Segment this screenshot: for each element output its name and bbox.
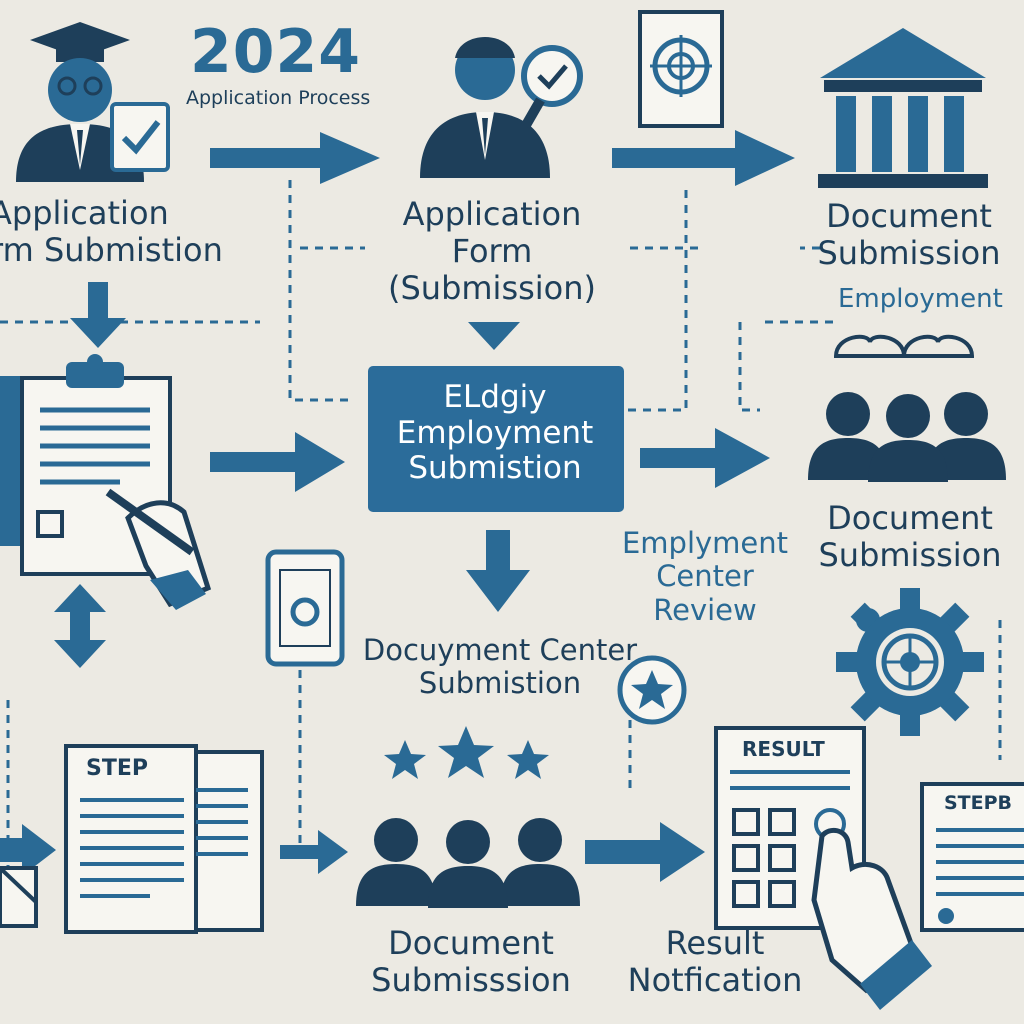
- stars-icon: [384, 726, 549, 779]
- flow-arrows: [0, 130, 795, 882]
- process-subtitle: Application Process: [186, 87, 371, 109]
- step-document-icon: [64, 744, 264, 934]
- label-employment: Employment: [838, 284, 1003, 314]
- swap-arrows-icon: [54, 584, 106, 668]
- arrow-down-left: [70, 282, 126, 348]
- label-document-submission-top: Document Submission: [817, 197, 1001, 272]
- star-badge-icon: [617, 655, 687, 725]
- label-application-form-mid: Application Form (Submission): [387, 195, 597, 307]
- label-document-submission-bottom: Document Submisssion: [371, 924, 571, 999]
- target-document-icon: [638, 10, 724, 128]
- center-box-label: ELdgiy Employment Submistion: [396, 379, 594, 487]
- arrow-right-bottom-left: [0, 824, 56, 876]
- label-document-center-submission: Docuyment Center Submistion: [362, 633, 638, 701]
- pointing-hand-icon: [811, 827, 932, 1010]
- checkmark-card-icon: [110, 102, 170, 172]
- arrow-right-bottom-1: [280, 830, 348, 874]
- arrow-down-mid: [468, 322, 520, 350]
- step-document-right-icon: [920, 782, 1024, 932]
- arrow-right-bottom-2: [585, 822, 705, 882]
- label-result-notification: Result Notfication: [627, 924, 803, 999]
- writing-hand-icon: [105, 488, 212, 610]
- label-document-submission-mid: Document Submission: [818, 499, 1002, 574]
- result-card-label: RESULT: [742, 737, 825, 761]
- reviewer-avatar-icon: [420, 37, 550, 178]
- magnifier-check-icon: [521, 45, 583, 129]
- arrow-right-top-1: [210, 132, 380, 184]
- gear-icon: [836, 588, 984, 736]
- envelope-icon: [0, 866, 38, 928]
- arrow-right-top-2: [612, 130, 795, 186]
- team-icon: [808, 334, 1006, 482]
- arrow-right-mid-2: [640, 428, 770, 488]
- year-heading: 2024: [190, 17, 361, 87]
- team-bottom-icon: [356, 818, 580, 908]
- label-employment-center-review: Emplyment Center Review: [621, 526, 789, 627]
- bank-building-icon: [818, 28, 988, 188]
- arrow-right-mid-1: [210, 432, 345, 492]
- center-process-box: [368, 366, 624, 512]
- arrow-down-center: [466, 530, 530, 612]
- label-application-form-left: Application rm Submistion: [0, 194, 223, 269]
- smartphone-icon: [265, 549, 345, 667]
- step-card-right-label: STEPB: [944, 792, 1013, 814]
- step-card-label: STEP: [86, 756, 149, 781]
